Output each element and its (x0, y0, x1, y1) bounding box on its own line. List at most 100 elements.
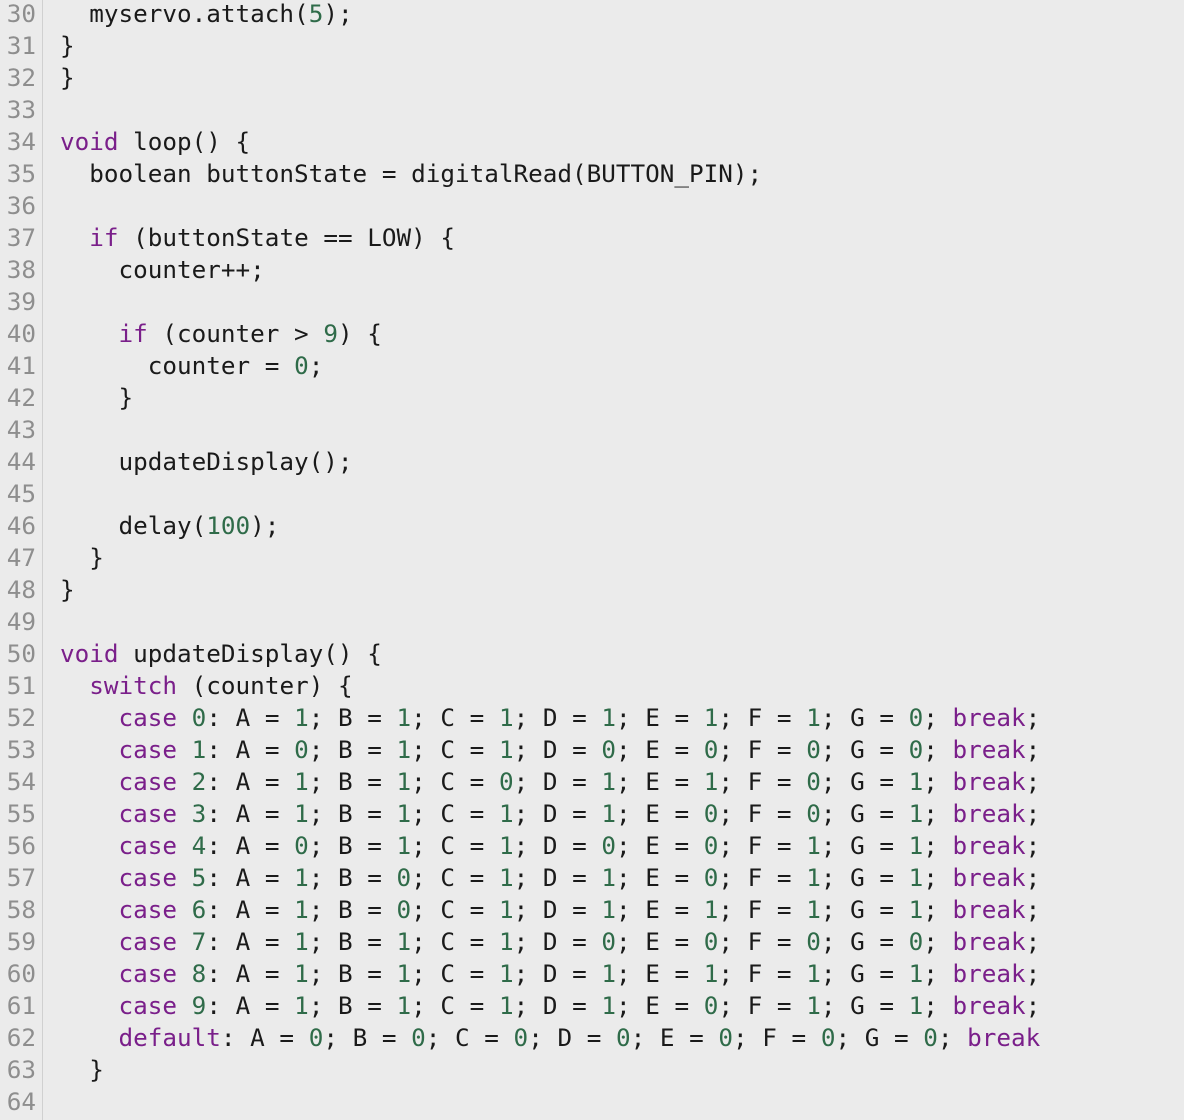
code-token (60, 671, 89, 700)
number-token: 5 (308, 0, 324, 28)
code-line[interactable]: 56 case 4: A = 0; B = 1; C = 1; D = 0; E… (0, 830, 1184, 862)
code-text[interactable]: counter = 0; (60, 350, 324, 382)
code-line[interactable]: 32} (0, 62, 1184, 94)
code-token: ; F = (733, 1023, 821, 1052)
code-text[interactable]: case 0: A = 1; B = 1; C = 1; D = 1; E = … (60, 702, 1041, 734)
code-line[interactable]: 53 case 1: A = 0; B = 1; C = 1; D = 0; E… (0, 734, 1184, 766)
code-line[interactable]: 40 if (counter > 9) { (0, 318, 1184, 350)
code-line[interactable]: 46 delay(100); (0, 510, 1184, 542)
code-line[interactable]: 64 (0, 1086, 1184, 1118)
code-line[interactable]: 52 case 0: A = 1; B = 1; C = 1; D = 1; E… (0, 702, 1184, 734)
code-line[interactable]: 47 } (0, 542, 1184, 574)
code-line[interactable]: 37 if (buttonState == LOW) { (0, 222, 1184, 254)
line-number: 44 (6, 447, 36, 476)
code-text[interactable]: void loop() { (60, 126, 250, 158)
keyword-token: case (118, 959, 178, 988)
code-line[interactable]: 45 (0, 478, 1184, 510)
code-text[interactable]: default: A = 0; B = 0; C = 0; D = 0; E =… (60, 1022, 1041, 1054)
code-text[interactable]: case 7: A = 1; B = 1; C = 1; D = 0; E = … (60, 926, 1041, 958)
code-text[interactable]: } (60, 382, 134, 414)
code-line[interactable]: 30 myservo.attach(5); (0, 0, 1184, 30)
code-text[interactable]: case 2: A = 1; B = 1; C = 0; D = 1; E = … (60, 766, 1041, 798)
code-text[interactable]: } (60, 574, 75, 606)
code-line[interactable]: 48} (0, 574, 1184, 606)
line-number: 46 (6, 511, 36, 540)
code-line[interactable]: 49 (0, 606, 1184, 638)
number-token: 1 (806, 831, 821, 860)
code-line[interactable]: 51 switch (counter) { (0, 670, 1184, 702)
code-text[interactable]: updateDisplay(); (60, 446, 353, 478)
code-token: } (60, 383, 134, 412)
code-line[interactable]: 60 case 8: A = 1; B = 1; C = 1; D = 1; E… (0, 958, 1184, 990)
code-token: ; F = (718, 863, 807, 892)
code-line[interactable]: 55 case 3: A = 1; B = 1; C = 1; D = 1; E… (0, 798, 1184, 830)
code-text[interactable]: case 1: A = 0; B = 1; C = 1; D = 0; E = … (60, 734, 1041, 766)
code-text[interactable]: case 9: A = 1; B = 1; C = 1; D = 1; E = … (60, 990, 1041, 1022)
line-number: 53 (6, 735, 36, 764)
code-token: ; D = (528, 1023, 616, 1052)
code-line[interactable]: 61 case 9: A = 1; B = 1; C = 1; D = 1; E… (0, 990, 1184, 1022)
code-line[interactable]: 38 counter++; (0, 254, 1184, 286)
code-text[interactable]: if (buttonState == LOW) { (60, 222, 455, 254)
code-token: ; (923, 991, 953, 1020)
code-line[interactable]: 31} (0, 30, 1184, 62)
code-token: : A = (220, 1023, 309, 1052)
code-token (177, 991, 192, 1020)
line-number: 60 (6, 959, 36, 988)
code-token: ; C = (411, 863, 499, 892)
code-token: ; G = (820, 895, 909, 924)
code-text[interactable]: } (60, 30, 75, 62)
code-line[interactable]: 44 updateDisplay(); (0, 446, 1184, 478)
code-text[interactable]: delay(100); (60, 510, 280, 542)
code-text[interactable]: case 3: A = 1; B = 1; C = 1; D = 1; E = … (60, 798, 1041, 830)
code-text[interactable]: switch (counter) { (60, 670, 352, 702)
code-line[interactable]: 57 case 5: A = 1; B = 0; C = 1; D = 1; E… (0, 862, 1184, 894)
number-token: 1 (294, 799, 309, 828)
code-line[interactable]: 41 counter = 0; (0, 350, 1184, 382)
number-token: 0 (308, 1023, 324, 1052)
code-line[interactable]: 39 (0, 286, 1184, 318)
keyword-token: default (118, 1023, 221, 1052)
code-token: ; (1025, 959, 1041, 988)
code-text[interactable]: case 8: A = 1; B = 1; C = 1; D = 1; E = … (60, 958, 1041, 990)
code-line[interactable]: 59 case 7: A = 1; B = 1; C = 1; D = 0; E… (0, 926, 1184, 958)
code-line[interactable]: 33 (0, 94, 1184, 126)
code-text[interactable]: case 6: A = 1; B = 0; C = 1; D = 1; E = … (60, 894, 1041, 926)
code-text[interactable]: case 4: A = 0; B = 1; C = 1; D = 0; E = … (60, 830, 1041, 862)
code-text[interactable]: boolean buttonState = digitalRead(BUTTON… (60, 158, 762, 190)
line-number: 64 (6, 1087, 36, 1116)
code-text[interactable]: } (60, 62, 75, 94)
code-token: ; (308, 351, 324, 380)
code-text[interactable]: counter++; (60, 254, 265, 286)
code-text[interactable]: } (60, 542, 104, 574)
number-token: 0 (615, 1023, 631, 1052)
code-line[interactable]: 35 boolean buttonState = digitalRead(BUT… (0, 158, 1184, 190)
line-number: 51 (6, 671, 36, 700)
code-token (177, 895, 192, 924)
line-number: 61 (6, 991, 36, 1020)
code-text[interactable]: case 5: A = 1; B = 0; C = 1; D = 1; E = … (60, 862, 1041, 894)
code-line[interactable]: 58 case 6: A = 1; B = 0; C = 1; D = 1; E… (0, 894, 1184, 926)
code-line[interactable]: 63 } (0, 1054, 1184, 1086)
code-text[interactable]: void updateDisplay() { (60, 638, 382, 670)
code-token: ; G = (820, 863, 909, 892)
code-token: ; B = (308, 703, 397, 732)
code-line[interactable]: 42 } (0, 382, 1184, 414)
code-text[interactable]: } (60, 1054, 104, 1086)
number-token: 1 (294, 895, 309, 924)
code-text[interactable]: myservo.attach(5); (60, 0, 352, 30)
number-token: 1 (703, 767, 719, 796)
code-text[interactable]: if (counter > 9) { (60, 318, 382, 350)
number-token: 1 (396, 735, 412, 764)
number-token: 1 (908, 959, 924, 988)
code-line[interactable]: 54 case 2: A = 1; B = 1; C = 0; D = 1; E… (0, 766, 1184, 798)
code-line[interactable]: 43 (0, 414, 1184, 446)
number-token: 2 (191, 767, 207, 796)
code-line[interactable]: 62 default: A = 0; B = 0; C = 0; D = 0; … (0, 1022, 1184, 1054)
code-line[interactable]: 36 (0, 190, 1184, 222)
code-token: } (60, 1055, 104, 1084)
